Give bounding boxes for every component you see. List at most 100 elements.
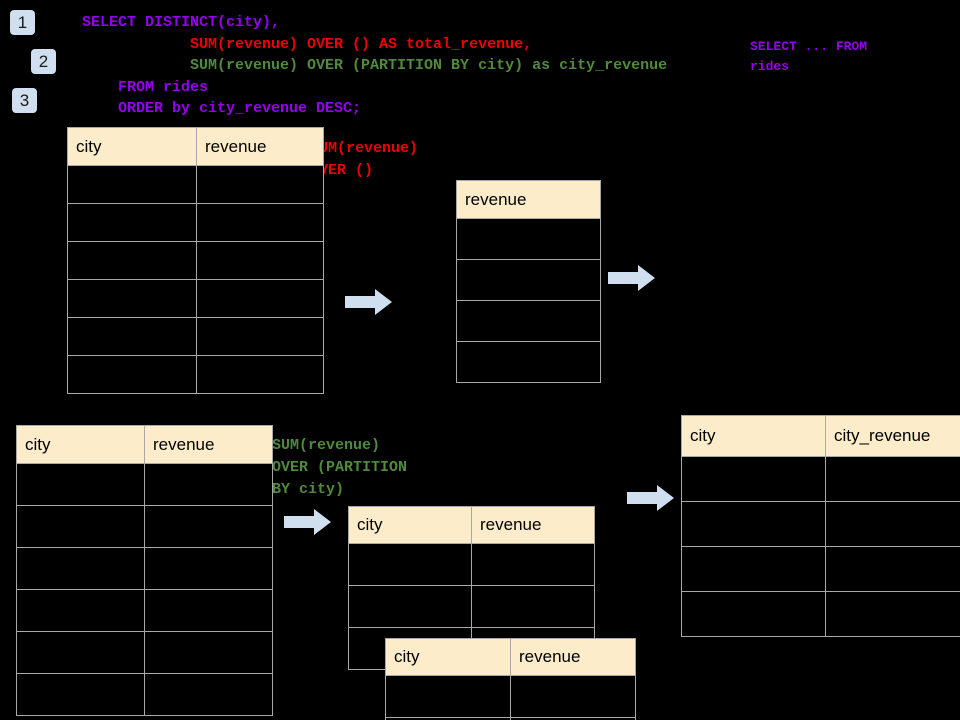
annotation-line: SUM(revenue) — [310, 140, 419, 157]
table-cell — [456, 218, 601, 260]
column-header-city: city — [67, 127, 197, 166]
sql-shorthand-line-1: SELECT ... FROM — [750, 39, 868, 54]
step-badge-2: 2 — [31, 49, 56, 74]
table-cell — [16, 547, 145, 590]
table-cell — [510, 675, 636, 718]
table-row — [385, 717, 636, 720]
column-header-city_revenue: city_revenue — [825, 415, 960, 457]
table-cell — [144, 589, 273, 632]
step-badge-3: 3 — [12, 88, 37, 113]
table-cell — [16, 631, 145, 674]
table-row — [348, 585, 595, 628]
table-cell — [681, 546, 826, 592]
arrow-source-to-partition — [284, 508, 332, 536]
table-cell — [348, 585, 472, 628]
table-header-row: revenue — [456, 180, 601, 219]
arrow-total-to-result — [608, 264, 656, 292]
table-cell — [681, 501, 826, 547]
table-cell — [67, 317, 197, 356]
sql-line-1: SELECT DISTINCT(city), — [82, 14, 281, 31]
column-header-revenue: revenue — [510, 638, 636, 676]
annotation-line: BY city) — [272, 481, 345, 498]
table-cell — [67, 241, 197, 280]
table-cell — [825, 591, 960, 637]
table-cell — [681, 456, 826, 502]
table-cell — [144, 547, 273, 590]
table-cell — [67, 279, 197, 318]
table-row — [16, 589, 273, 632]
table-row — [16, 547, 273, 590]
table-row — [681, 591, 960, 637]
annotation-sum-over-empty: SUM(revenue)OVER () — [310, 138, 418, 182]
table-row — [67, 317, 324, 356]
sql-line-2: SUM(revenue) OVER () AS total_revenue, — [82, 35, 533, 53]
table-cell — [144, 505, 273, 548]
table-row — [681, 546, 960, 592]
table-cell — [456, 300, 601, 342]
table-cell — [825, 501, 960, 547]
table-row — [16, 463, 273, 506]
table-cell — [67, 355, 197, 394]
sql-shorthand-note: SELECT ... FROM rides — [750, 37, 867, 77]
table-cell — [385, 675, 511, 718]
table-cell — [67, 165, 197, 204]
table-row — [67, 279, 324, 318]
annotation-line: SUM(revenue) — [272, 437, 381, 454]
table-total-revenue-table: revenue — [456, 180, 601, 383]
arrow-partition-to-result — [627, 484, 675, 512]
table-cell — [16, 589, 145, 632]
column-header-city: city — [348, 506, 472, 544]
table-cell — [196, 203, 324, 242]
column-header-revenue: revenue — [196, 127, 324, 166]
column-header-revenue: revenue — [144, 425, 273, 464]
table-cell — [196, 355, 324, 394]
step-badge-1: 1 — [10, 10, 35, 35]
table-cell — [144, 631, 273, 674]
table-cell — [144, 673, 273, 716]
table-cell — [681, 591, 826, 637]
table-cell — [67, 203, 197, 242]
annotation-line: OVER (PARTITION — [272, 459, 408, 476]
table-cell — [196, 165, 324, 204]
annotation-sum-over-partition: SUM(revenue) OVER (PARTITION BY city) — [272, 435, 407, 501]
sql-line-5: ORDER by city_revenue DESC; — [82, 100, 362, 117]
table-row — [456, 259, 601, 301]
table-row — [67, 165, 324, 204]
table-row — [456, 218, 601, 260]
sql-line-4: FROM rides — [82, 78, 209, 96]
table-row — [681, 456, 960, 502]
table-cell — [144, 463, 273, 506]
table-cell — [196, 317, 324, 356]
table-cell — [456, 341, 601, 383]
table-row — [16, 673, 273, 716]
table-row — [456, 341, 601, 383]
table-cell — [348, 543, 472, 586]
column-header-city: city — [385, 638, 511, 676]
table-row — [348, 543, 595, 586]
table-cell — [196, 241, 324, 280]
table-cell — [471, 543, 595, 586]
sql-shorthand-line-2: rides — [750, 59, 790, 74]
table-row — [67, 203, 324, 242]
table-cell — [16, 505, 145, 548]
sql-line-3: SUM(revenue) OVER (PARTITION BY city) as… — [82, 57, 668, 74]
table-cell — [16, 673, 145, 716]
table-cell — [510, 717, 636, 720]
table-cell — [471, 585, 595, 628]
table-row — [16, 505, 273, 548]
table-cell — [196, 279, 324, 318]
table-cell — [825, 456, 960, 502]
table-cell — [825, 546, 960, 592]
column-header-city: city — [681, 415, 826, 457]
table-cell — [16, 463, 145, 506]
column-header-city: city — [16, 425, 145, 464]
